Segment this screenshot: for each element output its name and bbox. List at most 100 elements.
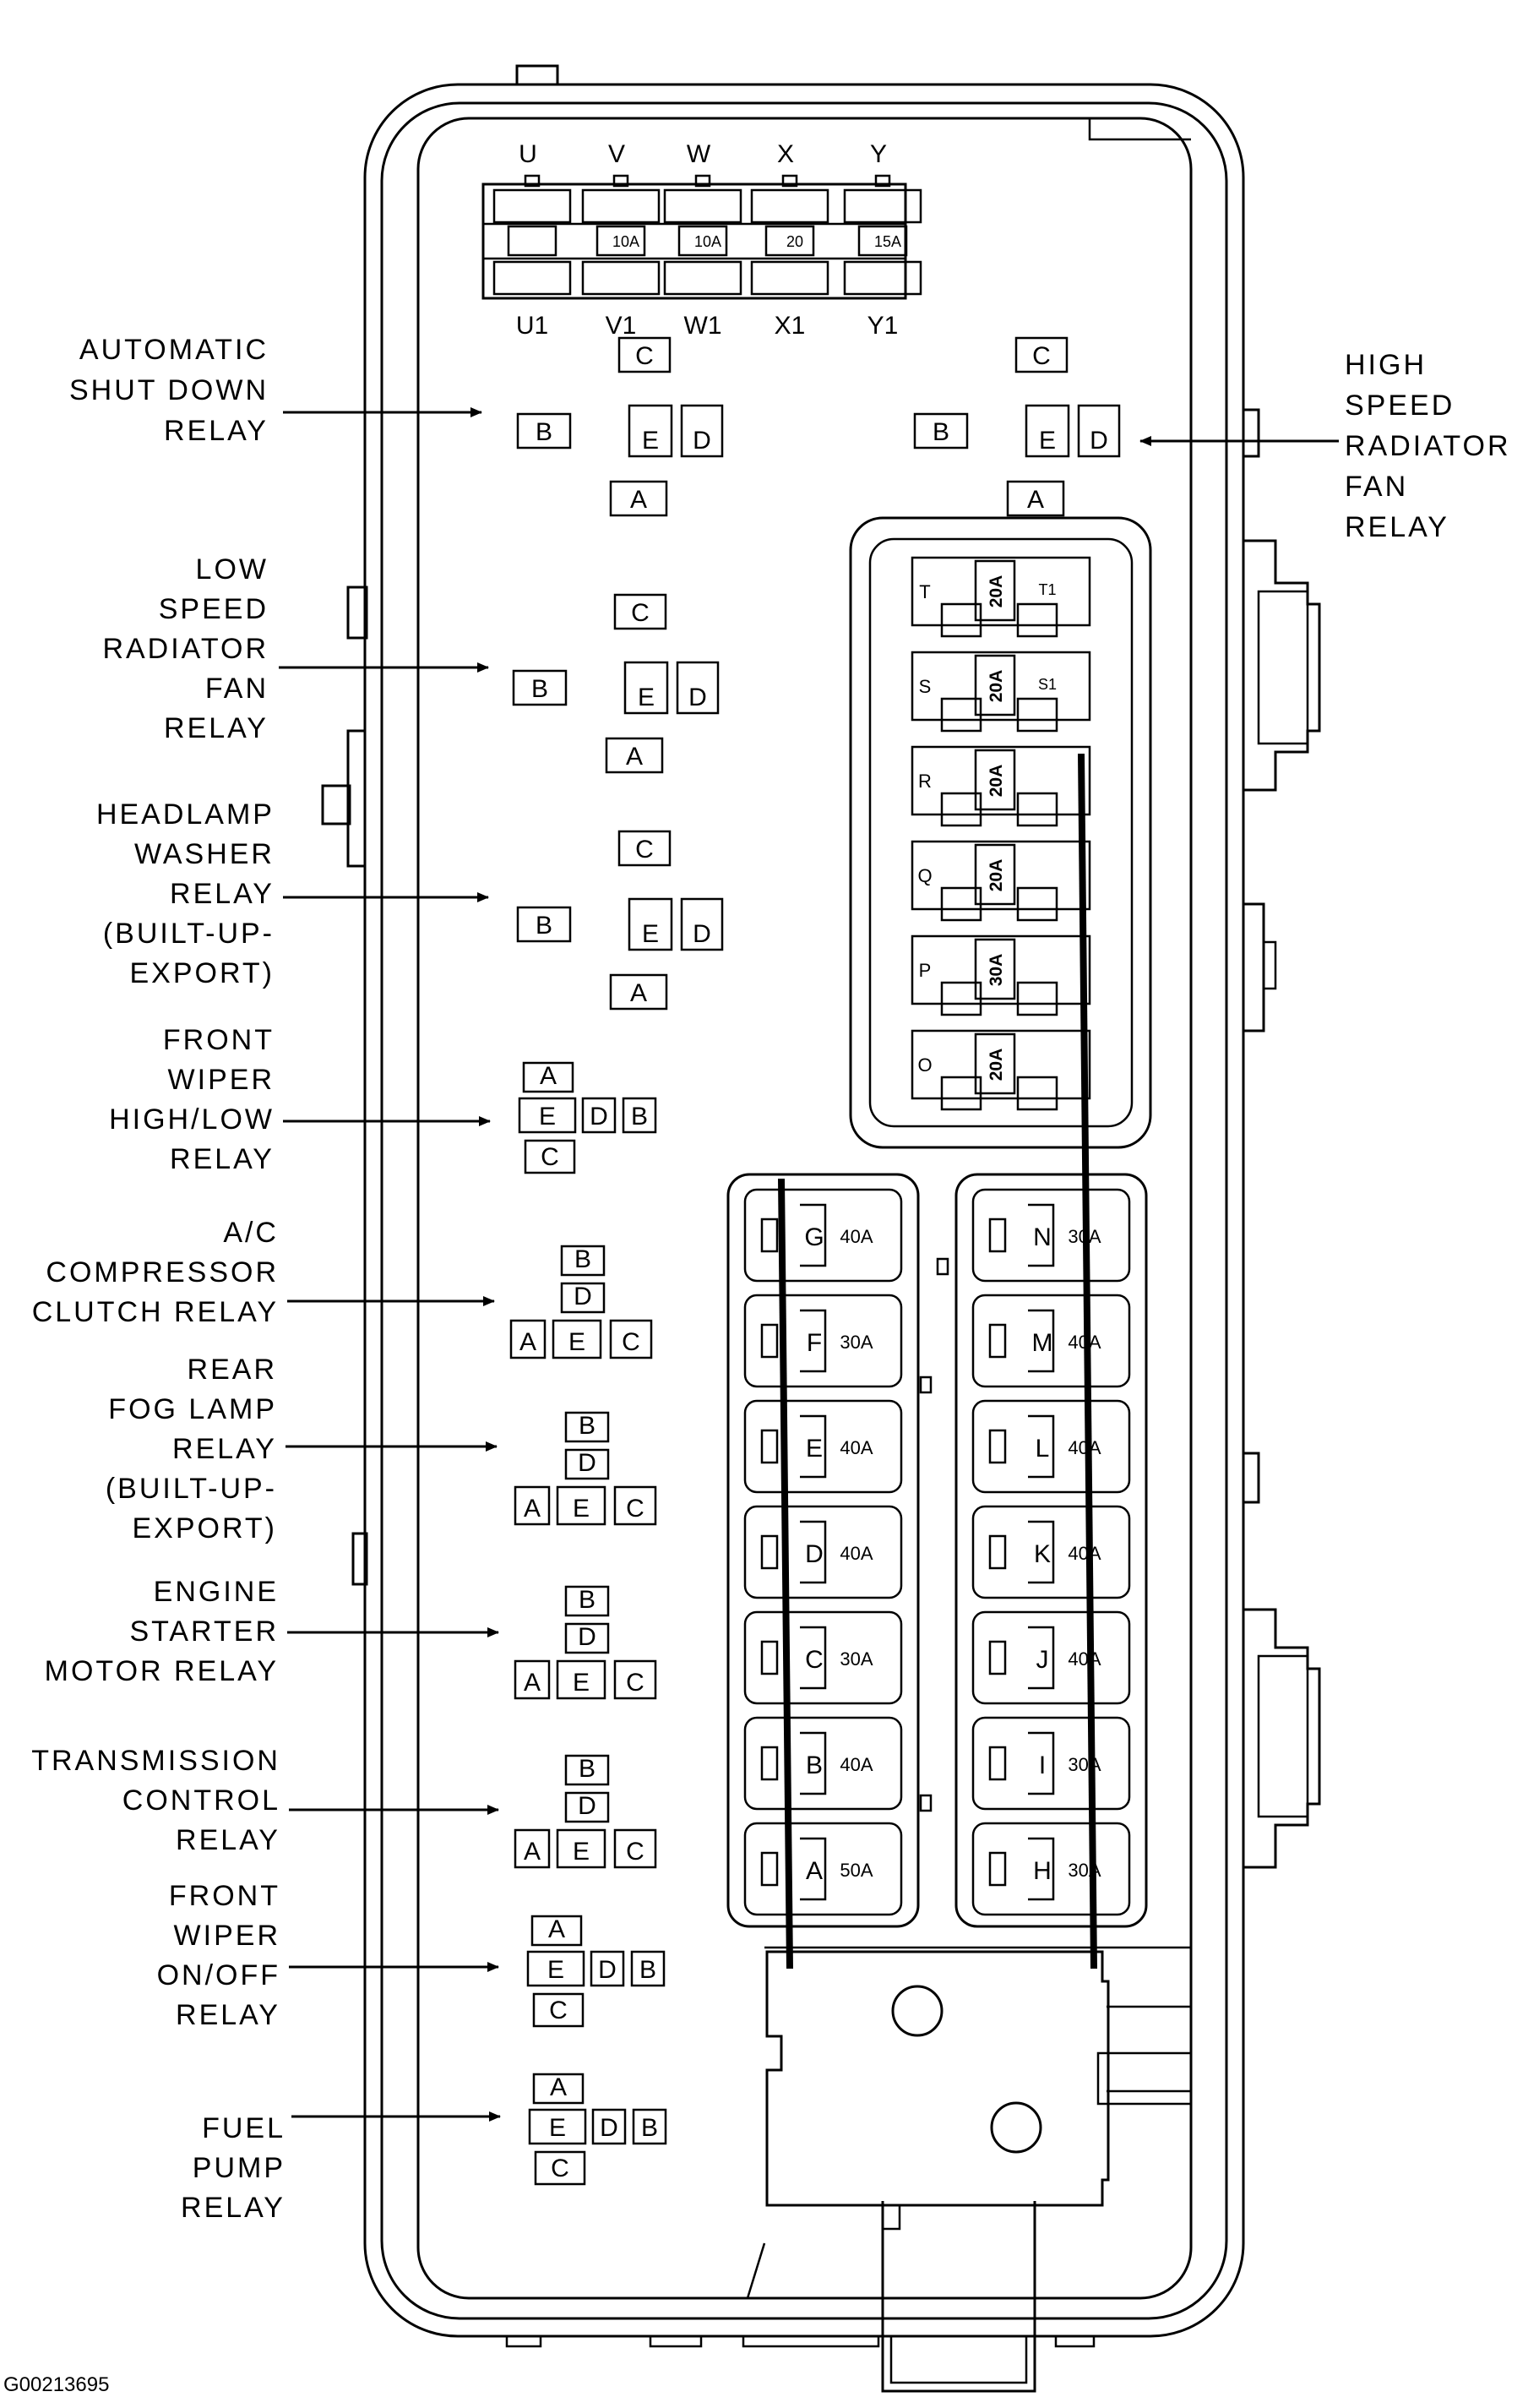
top-fuse-socket-upper xyxy=(843,188,922,224)
cartridge-fuse-element xyxy=(800,1520,827,1584)
cartridge-fuse-element xyxy=(800,1309,827,1373)
cartridge-fuse-element xyxy=(1028,1309,1055,1373)
top-fuse-socket-upper xyxy=(663,188,742,224)
relay-pin-label: E xyxy=(642,920,659,948)
cartridge-fuse-letter: N xyxy=(1033,1223,1052,1251)
top-fuse-socket-lower xyxy=(492,260,572,296)
label-line: RELAY xyxy=(1345,511,1449,543)
relay-pin-d: D xyxy=(1077,404,1121,458)
cartridge-fuse-body xyxy=(971,1188,1131,1283)
relay-pin-label: C xyxy=(626,1495,644,1523)
mini-fuse-letter: S xyxy=(919,676,932,697)
mini-fuse-rating: 20A xyxy=(987,765,1006,798)
mounting-hole-upper xyxy=(891,1985,944,2037)
relay-pin-socket xyxy=(556,1828,606,1869)
relay-pin-label: E xyxy=(547,1956,564,1984)
relay-pin-label: B xyxy=(631,1103,648,1130)
relay-pin-socket xyxy=(622,1097,657,1134)
cartridge-fuse-clip xyxy=(760,1429,779,1464)
mini-fuse-rating: 20A xyxy=(987,575,1006,608)
relay-pin-label: E xyxy=(568,1328,585,1356)
mini-fuse-tag: T1 xyxy=(1038,581,1056,598)
cartridge-fuse-rating: 50A xyxy=(840,1860,873,1881)
top-fuse-rating: 10A xyxy=(694,233,721,250)
relay-pin-c: C xyxy=(1014,336,1069,373)
cartridge-fuse-element xyxy=(800,1837,827,1901)
mini-fuse-letter: T xyxy=(919,581,930,602)
relay-pin-socket xyxy=(1077,404,1121,458)
cartridge-fuse-body xyxy=(743,1822,903,1916)
top-fuse-letter: X xyxy=(777,140,794,168)
mini-fuse-socket xyxy=(911,556,1091,627)
label-line: LOW xyxy=(196,553,269,586)
relay-pin-socket xyxy=(564,1411,610,1443)
relay-pin-socket xyxy=(532,2073,585,2105)
relay-pin-label: B xyxy=(531,675,548,703)
cartridge-fuse-element xyxy=(800,1731,827,1795)
relay-pin-d: D xyxy=(560,1282,606,1314)
cartridge-fuse-element xyxy=(1028,1626,1055,1690)
relay-pin-label: C xyxy=(541,1143,559,1171)
mini-fuse-element xyxy=(974,938,1016,1000)
cartridge-fuse-clip xyxy=(988,1746,1007,1781)
relay-pin-d: D xyxy=(564,1622,610,1654)
relay-pin-socket xyxy=(676,661,720,715)
cartridge-fuse-body xyxy=(743,1505,903,1599)
relay-pin-label: B xyxy=(933,418,949,446)
cartridge-fuse-element xyxy=(1028,1203,1055,1267)
label-line: SPEED xyxy=(159,593,269,625)
relay-pin-e: E xyxy=(556,1485,606,1526)
relay-pin-d: D xyxy=(591,2108,627,2145)
relay-pin-a: A xyxy=(514,1828,551,1869)
relay-pin-socket xyxy=(630,1950,666,1987)
relay-pin-label: B xyxy=(536,912,552,940)
mini-fuse-t: T 20A T1 xyxy=(911,556,1091,638)
relay-pin-label: B xyxy=(574,1245,591,1273)
cartridge-fuse-element xyxy=(1028,1520,1055,1584)
relay-pin-socket xyxy=(623,661,669,715)
relay-pin-label: C xyxy=(1032,342,1051,370)
label-line: FRONT xyxy=(163,1024,275,1056)
top-fuse-letter-lower: W1 xyxy=(684,312,722,340)
top-fuse-letter-lower: Y1 xyxy=(867,312,899,340)
relay-pin-label: C xyxy=(551,2155,569,2182)
mounting-hole-lower xyxy=(990,2101,1042,2154)
cartridge-fuse-letter: K xyxy=(1034,1540,1051,1568)
cartridge-fuse-clip xyxy=(760,1323,779,1359)
relay-pin-label: A xyxy=(626,743,643,771)
relay-pin-label: D xyxy=(590,1103,608,1130)
relay-pin-e: E xyxy=(518,1097,577,1134)
label-line: MOTOR RELAY xyxy=(45,1655,279,1687)
cartridge-fuse-body xyxy=(971,1716,1131,1811)
relay-pin-label: A xyxy=(1027,486,1044,514)
label-line: (BUILT-UP- xyxy=(106,1473,277,1505)
relay-pin-b: B xyxy=(564,1754,610,1786)
cartridge-fuse-clip xyxy=(988,1640,1007,1675)
label-line: CONTROL xyxy=(122,1784,280,1817)
relay-pin-socket xyxy=(552,1319,602,1359)
relay-pin-label: B xyxy=(579,1755,595,1783)
relay-pin-label: D xyxy=(598,1956,617,1984)
cartridge-fuse-letter: F xyxy=(807,1329,822,1357)
relay-pin-d: D xyxy=(564,1448,610,1480)
cartridge-fuse-rating: 40A xyxy=(1068,1648,1101,1670)
top-fuse-rating: 10A xyxy=(612,233,639,250)
relay-pin-socket xyxy=(516,906,572,943)
label-line: FRONT xyxy=(169,1880,280,1912)
relay-pin-label: B xyxy=(641,2114,658,2142)
top-fuse-element xyxy=(857,225,908,257)
cartridge-fuse-letter: B xyxy=(806,1752,823,1779)
relay-pin-b: B xyxy=(913,412,969,449)
relay-pin-socket xyxy=(564,1622,610,1654)
label-line: WIPER xyxy=(174,1920,280,1952)
mini-fuse-element xyxy=(974,1032,1016,1095)
